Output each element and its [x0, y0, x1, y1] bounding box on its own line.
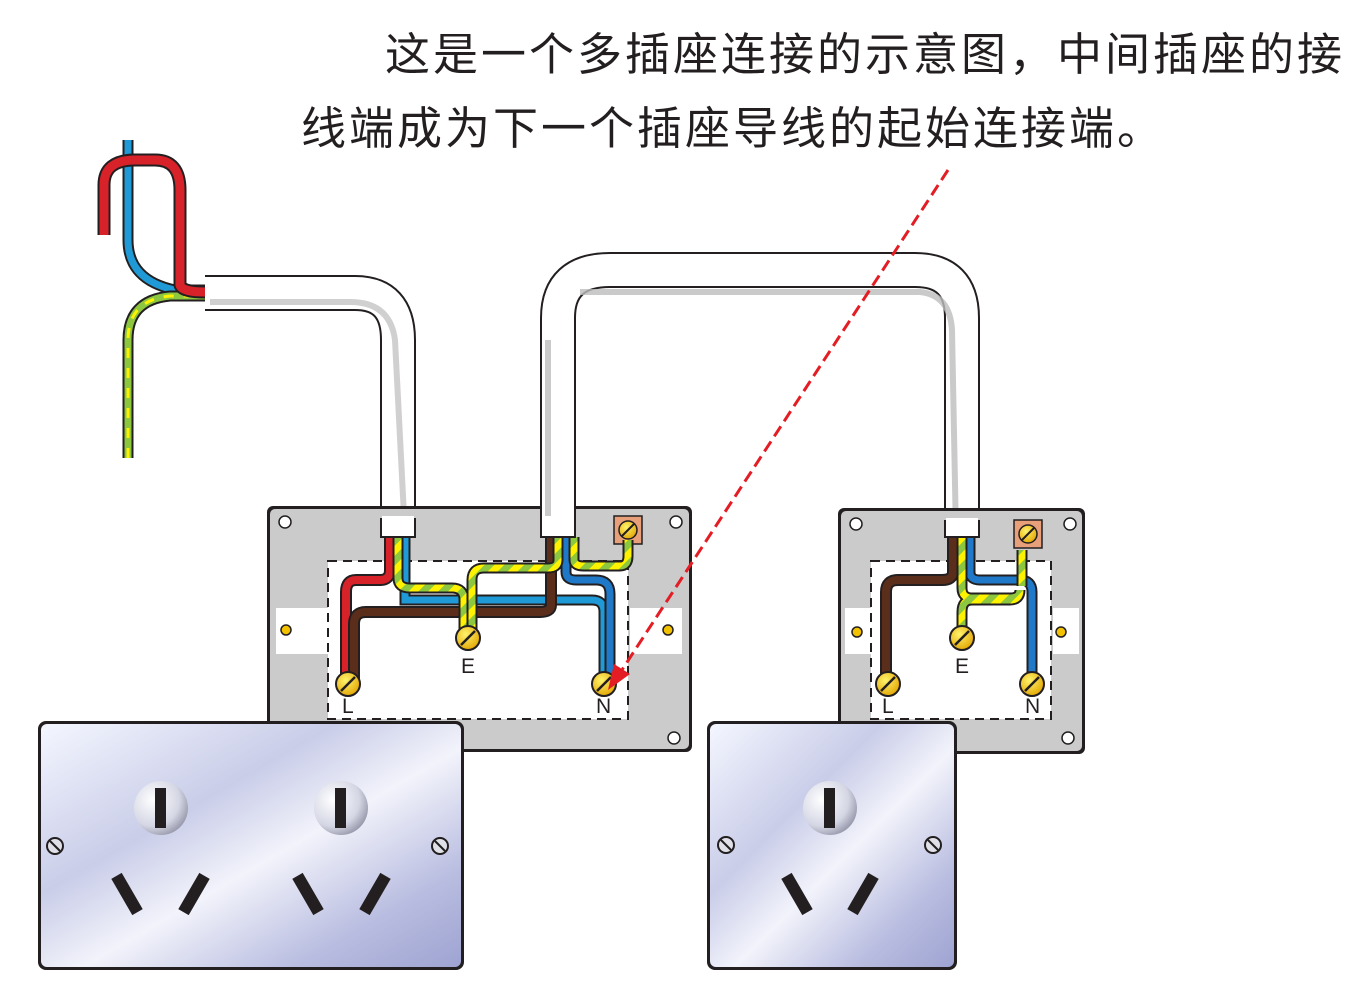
box1-label-earth: E — [461, 655, 475, 678]
box2-wiring — [880, 518, 1038, 680]
box2-terminal-live — [875, 671, 901, 697]
screw-icon — [717, 836, 735, 854]
double-socket-faceplate — [38, 721, 464, 970]
caption-line-2: 线端成为下一个插座导线的起始连接端。 — [300, 102, 1165, 155]
box2-terminal-earth — [949, 625, 975, 651]
box2-label-earth: E — [955, 655, 969, 678]
box1-terminal-neutral — [591, 671, 617, 697]
screw-icon — [431, 837, 449, 855]
single-socket-faceplate — [707, 721, 957, 970]
box1-label-neutral: N — [596, 695, 611, 718]
incoming-cable — [97, 140, 416, 536]
outlet-single — [781, 781, 879, 916]
outlet-2 — [292, 781, 391, 916]
box2-terminal-neutral — [1019, 671, 1045, 697]
incoming-sheath — [205, 275, 416, 535]
box2-label-neutral: N — [1025, 695, 1040, 718]
screw-icon — [924, 836, 942, 854]
callout-arrow — [608, 169, 950, 690]
box1-terminal-live — [335, 671, 361, 697]
box2-label-live: L — [882, 695, 894, 718]
box1-wiring — [340, 537, 634, 680]
box1-terminal-earth — [455, 625, 481, 651]
box1-label-live: L — [342, 695, 354, 718]
screw-icon — [46, 837, 64, 855]
caption: 这是一个多插座连接的示意图，中间插座的接 线端成为下一个插座导线的起始连接端。 — [300, 18, 1345, 166]
incoming-red-wire — [97, 153, 206, 299]
caption-line-1: 这是一个多插座连接的示意图，中间插座的接 — [384, 28, 1345, 81]
link-cable — [540, 252, 980, 536]
outlet-1 — [111, 781, 210, 916]
incoming-earth-wire — [122, 290, 205, 458]
